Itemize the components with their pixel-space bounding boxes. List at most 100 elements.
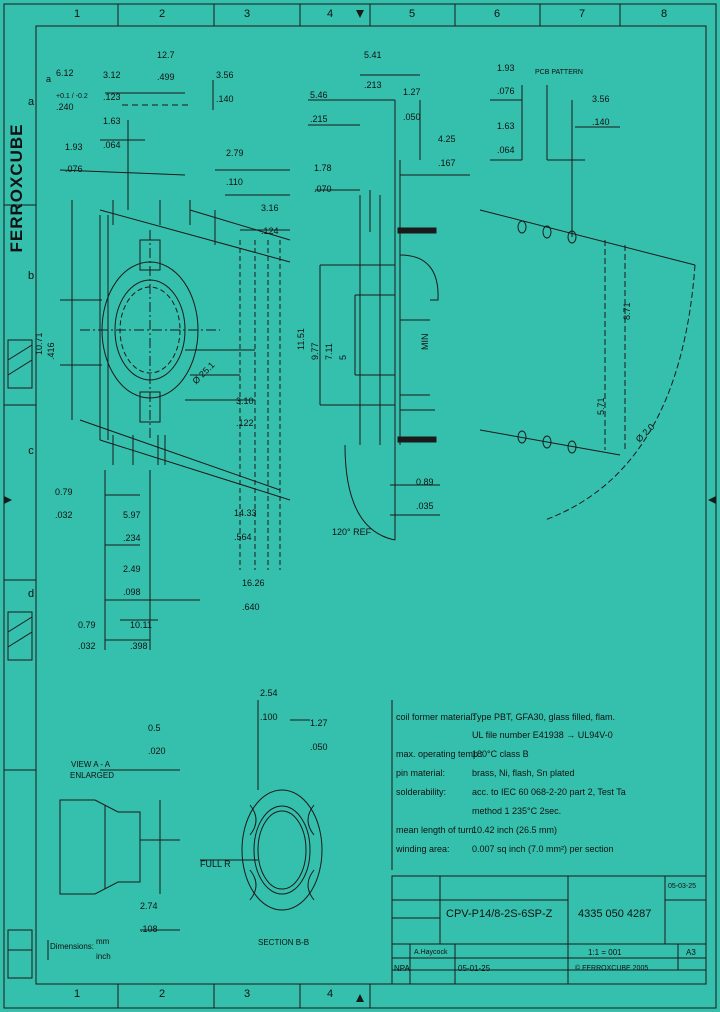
dim-d16-top: 10.11 bbox=[130, 620, 152, 630]
center-markers bbox=[4, 10, 716, 1002]
dim-d15-bot: .032 bbox=[78, 641, 96, 651]
view-enlarged-label: ENLARGED bbox=[70, 771, 115, 780]
dim-d14-top: 2.49 bbox=[123, 564, 141, 574]
coil-former-side-view bbox=[308, 74, 470, 541]
grid-col-4-bottom: 4 bbox=[326, 988, 334, 1000]
dim-v3: 7.11 bbox=[324, 343, 334, 360]
dim-r1-top: 1.93 bbox=[497, 63, 515, 73]
dim-r2-bot: .140 bbox=[592, 117, 610, 127]
dim-m3-top: 1.27 bbox=[403, 87, 421, 97]
note-label-6: mean length of turn: bbox=[396, 825, 477, 835]
revision-date: 05-03-25 bbox=[668, 883, 697, 890]
grid-row-c: c bbox=[28, 445, 34, 457]
dim-c2-bot: .108 bbox=[140, 924, 158, 934]
dim-d3-bot: .064 bbox=[103, 140, 121, 150]
dim-d7-bot: .110 bbox=[226, 177, 243, 187]
dim-d2-top: 3.12 bbox=[103, 70, 121, 80]
grid-col-3-bottom: 3 bbox=[243, 988, 251, 1000]
dim-d6-top: 3.56 bbox=[216, 70, 234, 80]
dim-m4-bot: .167 bbox=[438, 158, 456, 168]
dim-v4: 5 bbox=[338, 354, 348, 360]
dim-d5-top: 12.7 bbox=[157, 50, 175, 60]
approved-by: A.Haycock bbox=[414, 949, 448, 956]
dim-r1-bot: .076 bbox=[497, 86, 515, 96]
dim-d12-top: 0.79 bbox=[55, 487, 73, 497]
part-number: 4335 050 4287 bbox=[578, 908, 652, 920]
sheet-size: A3 bbox=[686, 948, 696, 957]
note-label-2: max. operating temp.: bbox=[396, 749, 484, 759]
part-name: CPV-P14/8-2S-6SP-Z bbox=[446, 908, 553, 920]
dim-d8-top: 3.16 bbox=[261, 203, 279, 213]
note-value-0: Type PBT, GFA30, glass filled, flam. bbox=[472, 712, 616, 722]
note-value-3: brass, Ni, flash, Sn plated bbox=[472, 768, 575, 778]
dim-r5: 5.71 bbox=[596, 397, 606, 415]
dim-d12-bot: .032 bbox=[55, 510, 73, 520]
dim-r3-top: 1.63 bbox=[497, 121, 515, 131]
ferroxcube-logo: FERROXCUBE bbox=[7, 123, 26, 253]
dim-r4: 8.71 bbox=[622, 302, 632, 320]
note-value-5: method 1 235°C 2sec. bbox=[472, 806, 562, 816]
dim-vert1: 10.71 bbox=[34, 332, 44, 355]
npa-mark: NPA bbox=[394, 964, 410, 973]
grid-col-4: 4 bbox=[326, 8, 334, 20]
dim-d16-bot: .398 bbox=[130, 641, 148, 651]
note-value-2: 180°C class B bbox=[472, 749, 529, 759]
full-radius-label: FULL R bbox=[200, 859, 231, 869]
dimensions-inch: inch bbox=[96, 952, 111, 961]
dim-d1-bot: .240 bbox=[56, 102, 74, 112]
dimensions-mm: mm bbox=[96, 937, 110, 946]
dim-d1-top: 6.12 bbox=[56, 68, 74, 78]
copyright: © FERROXCUBE 2005 bbox=[575, 965, 649, 972]
view-a-label: VIEW A - A bbox=[71, 760, 111, 769]
pcb-pattern-title: PCB PATTERN bbox=[535, 69, 583, 76]
grid-col-1: 1 bbox=[73, 8, 81, 20]
note-label-7: winding area: bbox=[396, 844, 450, 854]
dim-d3-top: 1.63 bbox=[103, 116, 121, 126]
note-label-4: solderability: bbox=[396, 787, 447, 797]
dim-r3-bot: .064 bbox=[497, 145, 515, 155]
dimensions-note: Dimensions: bbox=[50, 942, 95, 951]
title-block-frame bbox=[391, 875, 707, 985]
grid-col-7: 7 bbox=[578, 8, 586, 20]
grid-col-2-bottom: 2 bbox=[158, 988, 166, 1000]
dim-d11-top: 16.26 bbox=[242, 578, 265, 588]
grid-col-8: 8 bbox=[660, 8, 668, 20]
column-ticks bbox=[4, 4, 621, 1008]
note-value-1: UL file number E41938 → UL94V-0 bbox=[472, 730, 613, 740]
pcb-pattern bbox=[479, 85, 696, 521]
dim-d1-tol: +0.1 / -0.2 bbox=[56, 93, 88, 100]
section-b-label: SECTION B-B bbox=[258, 938, 310, 947]
grid-col-2: 2 bbox=[158, 8, 166, 20]
dim-d6-bot: .140 bbox=[216, 94, 234, 104]
note-value-7: 0.007 sq inch (7.0 mm²) per section bbox=[472, 844, 614, 854]
dim-d10-top: 14.33 bbox=[234, 508, 257, 518]
dim-d4-bot: .076 bbox=[65, 164, 83, 174]
grid-row-d: d bbox=[27, 588, 35, 600]
grid-row-a: a bbox=[27, 96, 35, 108]
dim-r2-top: 3.56 bbox=[592, 94, 610, 104]
dim-s1-bot: .100 bbox=[260, 712, 278, 722]
dim-s2-top: 1.27 bbox=[310, 718, 328, 728]
dim-d13-top: 5.97 bbox=[123, 510, 141, 520]
dim-m2-top: 5.46 bbox=[310, 90, 328, 100]
note-value-6: 10.42 inch (26.5 mm) bbox=[472, 825, 558, 835]
grid-col-1-bottom: 1 bbox=[73, 988, 81, 1000]
note-label-3: pin material: bbox=[396, 768, 446, 778]
section-b-b bbox=[200, 700, 323, 911]
dim-d10-bot: .564 bbox=[234, 532, 252, 542]
dim-m6-top: 0.89 bbox=[416, 477, 434, 487]
dim-m1-bot: .213 bbox=[364, 80, 382, 90]
dim-c1-top: 0.5 bbox=[148, 723, 161, 733]
dim-m1-top: 5.41 bbox=[364, 50, 382, 60]
detail-view-a bbox=[47, 769, 180, 960]
dim-d9-top: 3.10 bbox=[236, 396, 254, 406]
dim-d7-top: 2.79 bbox=[226, 148, 244, 158]
inner-frame bbox=[35, 25, 707, 985]
dim-c2-top: 2.74 bbox=[140, 901, 158, 911]
dim-d9-bot: .122 bbox=[236, 418, 254, 428]
dim-m3-bot: .050 bbox=[403, 112, 421, 122]
dim-d13-bot: .234 bbox=[123, 533, 141, 543]
dim-m4-top: 4.25 bbox=[438, 134, 456, 144]
issue-date: 05-01-25 bbox=[458, 964, 491, 973]
